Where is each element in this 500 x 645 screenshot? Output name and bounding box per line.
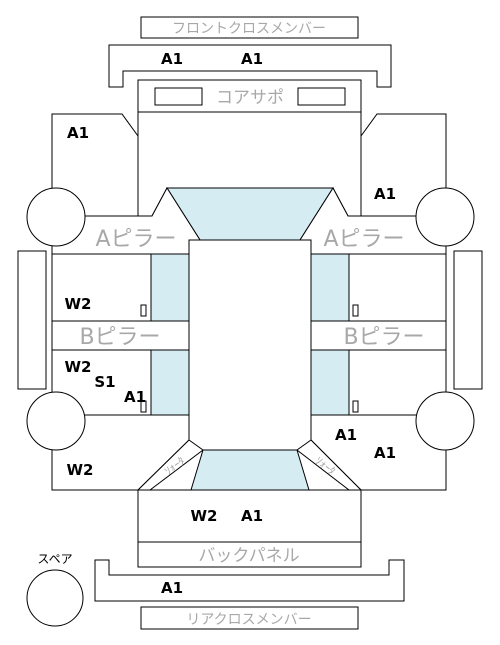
right-front-window: [310, 253, 350, 322]
front-right-fender-code: A1: [374, 185, 396, 203]
b-pillar-left: [51, 320, 190, 351]
headlight-left: [154, 87, 203, 106]
left-quarter-code: W2: [67, 461, 94, 479]
right-quarter-code: A1: [374, 444, 396, 462]
rear-cross-member-bar: [94, 559, 405, 602]
left-rear-door-code-w: W2: [65, 358, 92, 376]
b-pillar-right: [310, 320, 447, 351]
rear-left-wheel: [26, 391, 86, 451]
rear-cross-member: A1 リアクロスメンバー: [94, 559, 405, 630]
front-cross-member-label: フロントクロスメンバー: [172, 21, 326, 37]
back-panel: [137, 541, 362, 568]
roof: [188, 239, 312, 451]
back-panel-label: バックパネル: [198, 546, 299, 566]
left-front-door-code: W2: [65, 295, 92, 313]
left-rear-window: [150, 349, 190, 416]
right-side-panel: [453, 250, 483, 390]
front-cross-code-right: A1: [241, 50, 263, 68]
a-pillar-right-label: Aピラー: [323, 227, 404, 252]
rear-cross-member-label: リアクロスメンバー: [186, 612, 311, 628]
front-cross-member-bar: [108, 44, 392, 88]
left-side-panel: [17, 250, 47, 390]
a-pillar-left-label: Aピラー: [95, 227, 176, 252]
headlight-right: [297, 87, 346, 106]
front-left-wheel: [26, 187, 86, 247]
spare-tire: [26, 569, 84, 627]
core-support: コアサポ: [137, 79, 362, 217]
left-front-door-handle: [140, 304, 147, 317]
front-right-wheel: [415, 187, 475, 247]
right-front-door-handle: [352, 304, 359, 317]
front-cross-code-left: A1: [161, 50, 183, 68]
left-rear-door-handle: [140, 400, 147, 413]
rear-window: [190, 449, 310, 491]
rear-cross-code: A1: [161, 579, 183, 597]
b-pillar-left-label: Bピラー: [79, 325, 160, 350]
rear-right-wheel: [415, 391, 475, 451]
left-rear-door-code-a: A1: [124, 388, 146, 406]
front-cross-member: フロントクロスメンバー A1 A1: [108, 16, 392, 88]
front-left-fender-code: A1: [67, 124, 89, 142]
left-rear-door-code-s: S1: [94, 373, 115, 391]
trunk-code-a: A1: [241, 507, 263, 525]
b-pillar-right-label: Bピラー: [343, 325, 424, 350]
right-rear-door-code: A1: [335, 426, 357, 444]
spare-label: スペア: [37, 552, 72, 566]
right-rear-window: [310, 349, 350, 416]
right-rear-door-handle: [352, 400, 359, 413]
trunk-lid: [137, 489, 362, 543]
left-front-window: [150, 253, 190, 322]
front-cross-member-label-box: [140, 16, 359, 39]
trunk-code-w: W2: [191, 507, 218, 525]
core-support-label: コアサポ: [216, 88, 284, 108]
rear-cross-member-label-box: [140, 606, 359, 630]
